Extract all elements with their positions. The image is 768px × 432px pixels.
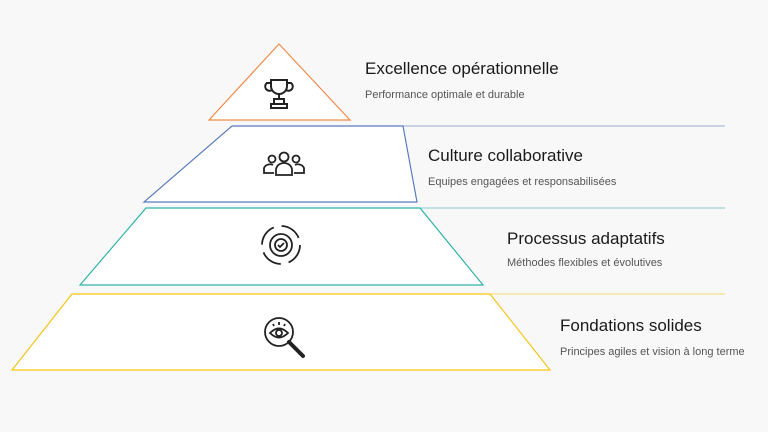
level-4-subtitle: Principes agiles et vision à long terme: [560, 346, 745, 358]
level-3-title: Processus adaptatifs: [507, 229, 665, 248]
level-1-subtitle: Performance optimale et durable: [365, 89, 525, 101]
level-3-subtitle: Méthodes flexibles et évolutives: [507, 257, 663, 269]
trophy-icon: [264, 79, 294, 109]
level-4-title: Fondations solides: [560, 316, 702, 335]
level-2-subtitle: Equipes engagées et responsabilisées: [428, 176, 617, 188]
vision-search-icon: [264, 317, 305, 358]
level-2-title: Culture collaborative: [428, 146, 583, 165]
team-icon: [263, 151, 305, 176]
gear-cycle-icon: [261, 225, 301, 265]
pyramid-level-1: [207, 43, 352, 121]
level-1-title: Excellence opérationnelle: [365, 59, 559, 78]
